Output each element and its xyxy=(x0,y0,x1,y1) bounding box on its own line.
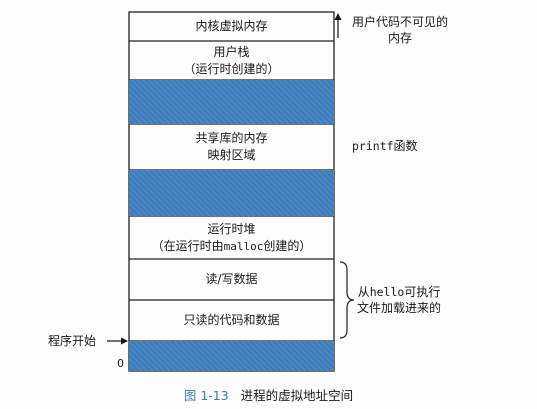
read-write-data: 读/写数据 xyxy=(129,259,334,300)
shared-library-region: 共享库的内存 映射区域 xyxy=(129,124,334,170)
runtime-heap-label: 运行时堆 xyxy=(207,221,256,236)
figure-number: 图 1-13 xyxy=(183,388,229,403)
free-region-shared-heap xyxy=(129,170,334,216)
loaded-from-pre: 从 xyxy=(357,285,370,299)
hello-code: hello xyxy=(369,285,405,299)
program-start-arrow xyxy=(107,337,128,345)
kernel-virtual-memory-label: 内核虚拟内存 xyxy=(195,19,268,33)
loaded-from-post: 可执行 xyxy=(404,285,441,299)
kernel-invisible-note: 用户代码不可见的 内存 xyxy=(344,14,456,46)
read-write-data-label: 读/写数据 xyxy=(205,272,258,286)
figure-caption: 图 1-13 进程的虚拟地址空间 xyxy=(0,385,537,404)
program-start-label: 程序开始 xyxy=(48,334,97,348)
shared-library-label: 共享库的内存 xyxy=(195,131,268,145)
user-stack-note: （运行时创建的） xyxy=(183,61,280,76)
kernel-virtual-memory: 内核虚拟内存 xyxy=(129,12,334,41)
runtime-heap-note: （在运行时由malloc创建的） xyxy=(152,238,312,255)
user-stack-label: 用户栈 xyxy=(213,44,250,59)
unused-low-region xyxy=(129,341,334,371)
loaded-from-line2: 文件加载进来的 xyxy=(357,301,442,315)
kernel-invisible-line1: 用户代码不可见的 xyxy=(351,15,448,29)
printf-suffix: 函数 xyxy=(393,139,418,153)
heap-note-suffix: 创建的） xyxy=(263,238,312,253)
loaded-from-line1: 从hello可执行 xyxy=(357,284,441,300)
printf-note: printf函数 xyxy=(352,138,418,154)
kernel-invisible-line2: 内存 xyxy=(387,31,412,45)
loaded-segments-brace xyxy=(339,261,355,339)
heap-note-prefix: （在运行时由 xyxy=(151,238,224,253)
address-zero-label: 0 xyxy=(117,357,124,370)
kernel-boundary-arrow xyxy=(334,13,342,38)
shared-library-label-2: 映射区域 xyxy=(207,148,256,162)
loaded-from-hello-note: 从hello可执行 文件加载进来的 xyxy=(357,284,441,316)
read-only-code-data: 只读的代码和数据 xyxy=(129,300,334,341)
malloc-code: malloc xyxy=(223,239,264,253)
printf-code: printf xyxy=(352,139,394,153)
read-only-code-data-label: 只读的代码和数据 xyxy=(183,313,280,327)
figure-title: 进程的虚拟地址空间 xyxy=(240,388,354,403)
user-stack: 用户栈 （运行时创建的） xyxy=(129,41,334,80)
free-region-stack-shared xyxy=(129,80,334,124)
runtime-heap: 运行时堆 （在运行时由malloc创建的） xyxy=(129,216,334,259)
